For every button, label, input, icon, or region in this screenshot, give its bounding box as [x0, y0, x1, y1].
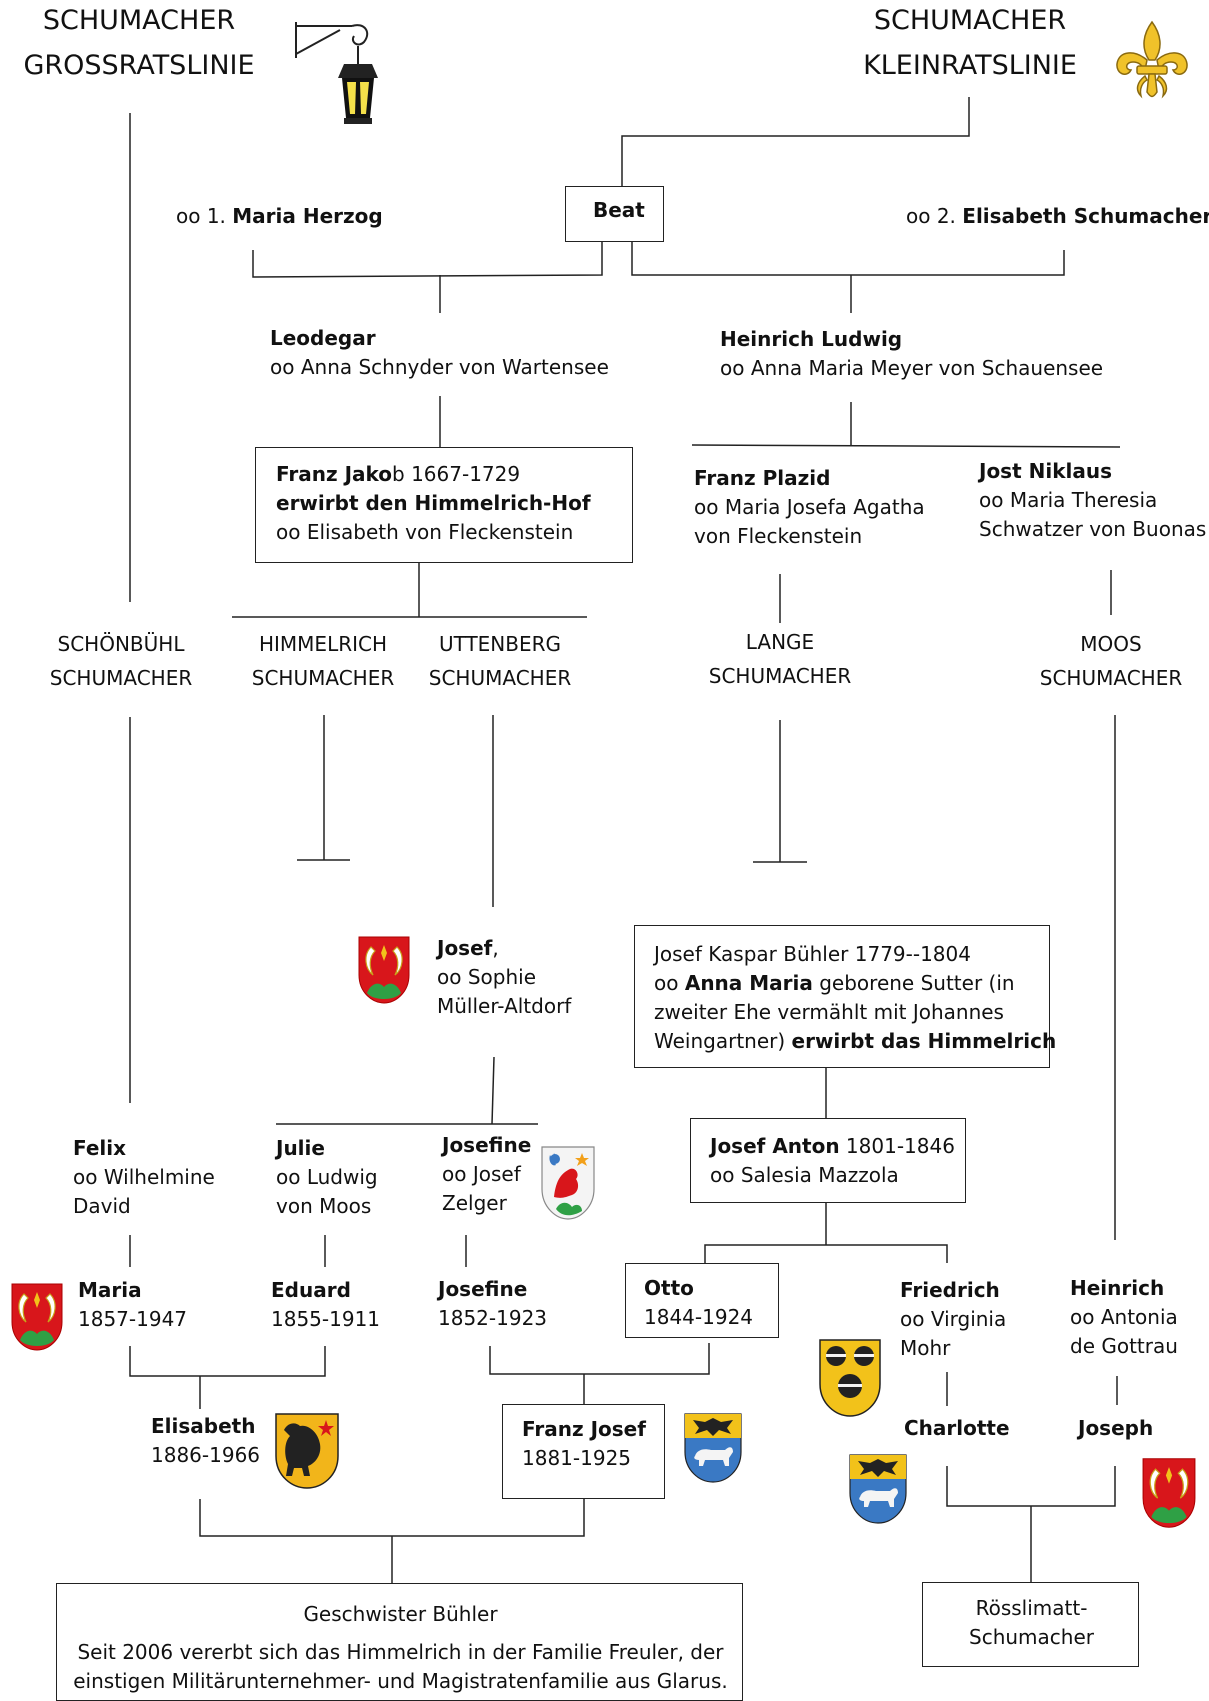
franz-jakob-spouse: oo Elisabeth von Fleckenstein	[276, 520, 574, 544]
eagle-dog-crest	[684, 1413, 742, 1483]
franz-jakob-note: erwirbt den Himmelrich-Hof	[276, 491, 591, 515]
maria-name: Maria	[78, 1278, 142, 1302]
josef-kaspar-line1: Josef Kaspar Bühler 1779--1804	[654, 942, 971, 966]
josef-kaspar-line2: oo Anna Maria geborene Sutter (in	[654, 971, 1015, 995]
elisabeth-years: 1886-1966	[151, 1443, 261, 1467]
schumacher-crest-maria	[11, 1283, 63, 1351]
eagle-dog-crest-charlotte	[849, 1454, 907, 1524]
josefine-zelger-spouse-1: oo Josef	[442, 1162, 521, 1186]
julie-spouse-2: von Moos	[276, 1194, 372, 1218]
beat-box: Beat	[565, 186, 664, 242]
otto-name: Otto	[644, 1276, 694, 1300]
josef-kaspar-line4: Weingartner) erwirbt das Himmelrich	[654, 1029, 1057, 1053]
lantern-icon	[295, 22, 378, 124]
schumacher-crest	[358, 936, 410, 1004]
josef-anton-spouse: oo Salesia Mazzola	[710, 1163, 899, 1187]
schumacher-crest-joseph	[1142, 1458, 1196, 1528]
friedrich-spouse-1: oo Virginia	[900, 1307, 1007, 1331]
josefine-zelger-name: Josefine	[442, 1133, 532, 1157]
charlotte-name: Charlotte	[904, 1416, 1010, 1440]
friedrich-spouse-2: Mohr	[900, 1336, 951, 1360]
julie-spouse-1: oo Ludwig	[276, 1165, 378, 1189]
elisabeth-name: Elisabeth	[151, 1414, 256, 1438]
header-left-line2: GROSSRATSLINIE	[23, 50, 255, 81]
roesslimatt-line2: Schumacher	[969, 1625, 1094, 1649]
header-right-line2: KLEINRATSLINIE	[863, 50, 1077, 81]
geschwister-title: Geschwister Bühler	[303, 1602, 498, 1626]
beat-spouse-2: oo 2. Elisabeth Schumacher	[906, 204, 1209, 228]
otto-years: 1844-1924	[644, 1305, 754, 1329]
franz-plazid-name: Franz Plazid	[694, 466, 831, 490]
josef-anton-name: Josef Anton 1801-1846	[710, 1134, 955, 1158]
leodegar-name: Leodegar	[270, 326, 376, 350]
moor-crest	[819, 1339, 881, 1417]
josef-kaspar-box: Josef Kaspar Bühler 1779--1804 oo Anna M…	[634, 925, 1056, 1068]
josef-spouse-1: oo Sophie	[437, 965, 536, 989]
felix-name: Felix	[73, 1136, 127, 1160]
eduard-name: Eduard	[271, 1278, 351, 1302]
friedrich-name: Friedrich	[900, 1278, 1000, 1302]
joseph-name: Joseph	[1078, 1416, 1154, 1440]
header-right-line1: SCHUMACHER	[873, 5, 1067, 36]
josefine-name: Josefine	[438, 1277, 528, 1301]
geschwister-text-2: einstigen Militärunternehmer- und Magist…	[73, 1669, 728, 1693]
heinrich-ludwig-spouse: oo Anna Maria Meyer von Schauensee	[720, 356, 1104, 380]
franz-josef-name: Franz Josef	[522, 1417, 646, 1441]
roesslimatt-line1: Rösslimatt-	[975, 1596, 1088, 1620]
fleur-de-lis-icon	[1116, 20, 1188, 99]
felix-spouse-1: oo Wilhelmine	[73, 1165, 215, 1189]
header-left-line1: SCHUMACHER	[42, 5, 236, 36]
franz-jakob-name: Franz Jakob 1667-1729	[276, 462, 521, 486]
jost-niklaus-name: Jost Niklaus	[979, 459, 1112, 483]
geschwister-text-1: Seit 2006 vererbt sich das Himmelrich in…	[77, 1640, 724, 1664]
heinrich-name: Heinrich	[1070, 1276, 1165, 1300]
julie-name: Julie	[276, 1136, 325, 1160]
zelger-crest	[541, 1146, 595, 1220]
leodegar-spouse: oo Anna Schnyder von Wartensee	[270, 355, 609, 379]
bear-crest	[275, 1413, 339, 1489]
josef-spouse-2: Müller-Altdorf	[437, 994, 572, 1018]
josefine-zelger-spouse-2: Zelger	[442, 1191, 507, 1215]
header-grossratslinie: SCHUMACHER GROSSRATSLINIE	[8, 0, 270, 88]
heinrich-ludwig-name: Heinrich Ludwig	[720, 327, 903, 351]
franz-jakob-box: Franz Jakob 1667-1729 erwirbt den Himmel…	[255, 447, 633, 563]
heinrich-spouse-1: oo Antonia	[1070, 1305, 1178, 1329]
franz-josef-box: Franz Josef 1881-1925	[502, 1404, 665, 1499]
maria-years: 1857-1947	[78, 1307, 188, 1331]
franz-josef-years: 1881-1925	[522, 1446, 632, 1470]
roesslimatt-box: Rösslimatt- Schumacher	[922, 1582, 1139, 1667]
beat-name: Beat	[593, 198, 645, 222]
josef-name: Josef,	[437, 936, 499, 960]
franz-plazid-spouse-2: von Fleckenstein	[694, 524, 863, 548]
jost-niklaus-spouse-1: oo Maria Theresia	[979, 488, 1158, 512]
geschwister-box: Geschwister Bühler Seit 2006 vererbt sic…	[56, 1583, 743, 1701]
otto-box: Otto 1844-1924	[625, 1263, 779, 1338]
franz-plazid-spouse-1: oo Maria Josefa Agatha	[694, 495, 925, 519]
josef-kaspar-line3: zweiter Ehe vermählt mit Johannes	[654, 1000, 1004, 1024]
josef-anton-box: Josef Anton 1801-1846 oo Salesia Mazzola	[690, 1118, 966, 1203]
felix-spouse-2: David	[73, 1194, 131, 1218]
eduard-years: 1855-1911	[271, 1307, 381, 1331]
heinrich-spouse-2: de Gottrau	[1070, 1334, 1178, 1358]
josefine-years: 1852-1923	[438, 1306, 548, 1330]
beat-spouse-1: oo 1. Maria Herzog	[176, 204, 383, 228]
header-kleinratslinie: SCHUMACHER KLEINRATSLINIE	[840, 0, 1100, 88]
jost-niklaus-spouse-2: Schwatzer von Buonas	[979, 517, 1207, 541]
